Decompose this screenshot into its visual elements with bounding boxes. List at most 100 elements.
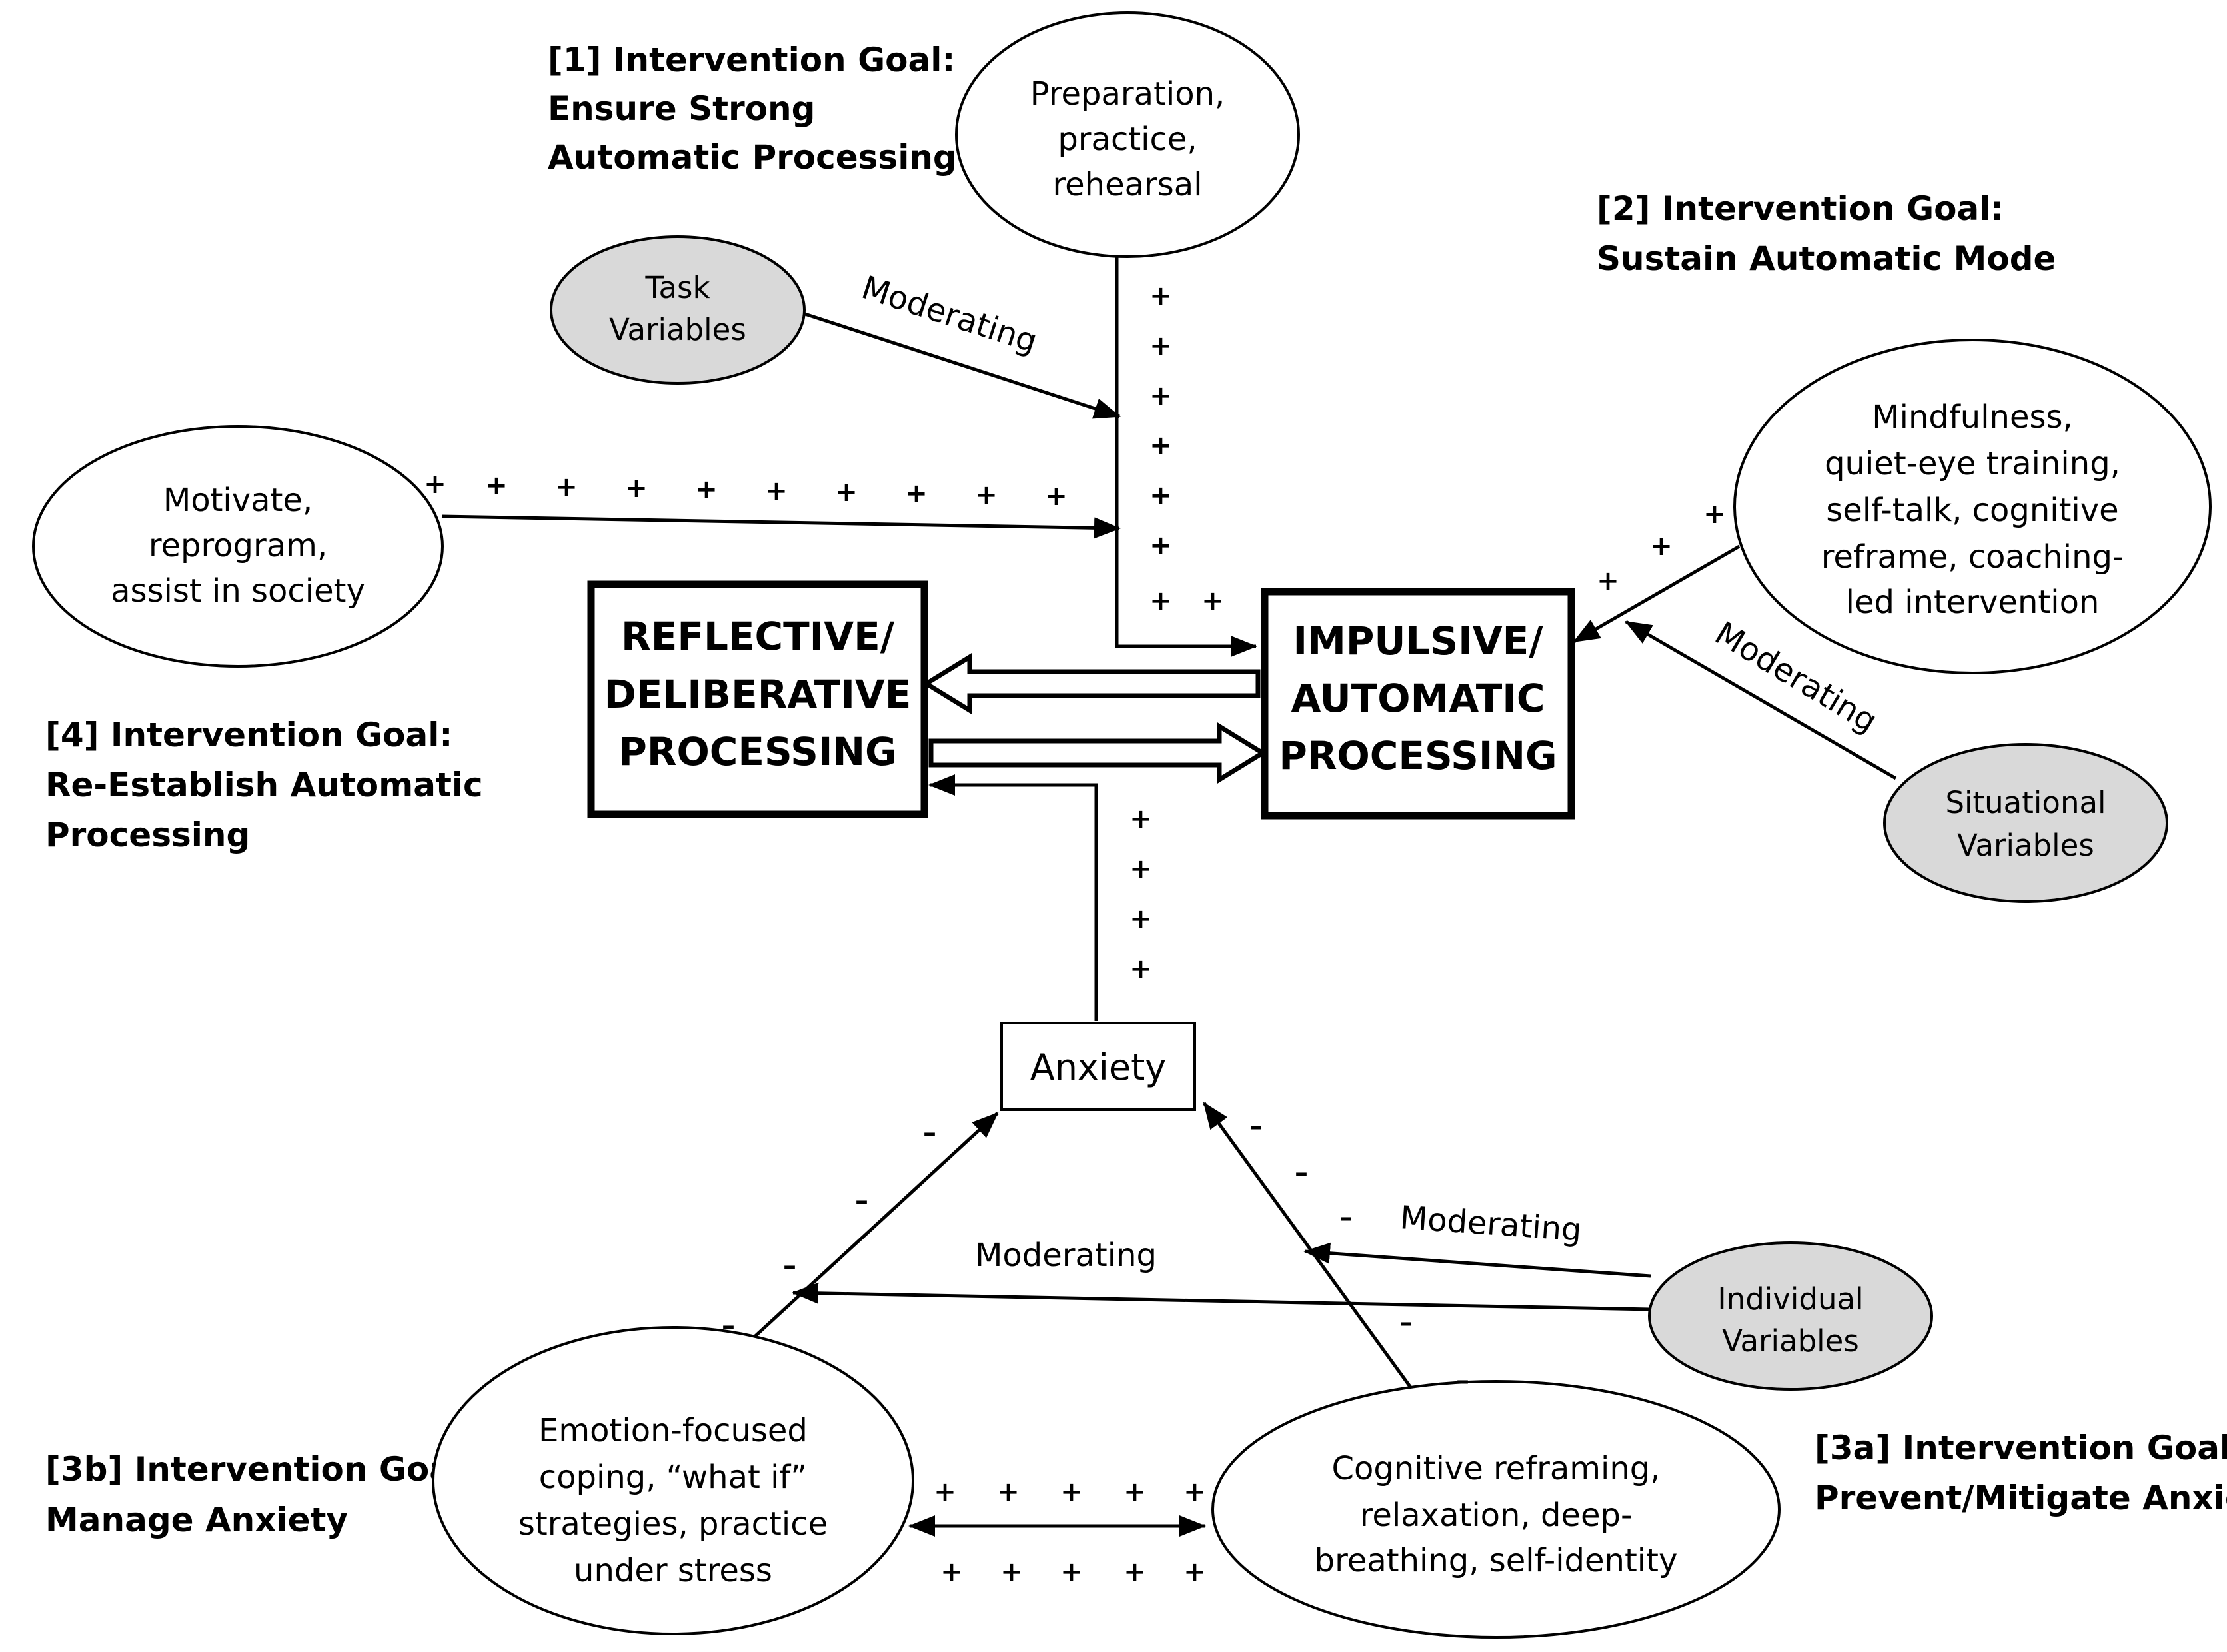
situational-line-2: Variables	[1957, 828, 2094, 863]
emotion-line-3: strategies, practice	[518, 1505, 828, 1543]
goal-3b: [3b] Intervention Goal: Manage Anxiety	[45, 1450, 476, 1539]
task-variables-line-1: Task	[644, 270, 710, 305]
preparation-line-1: Preparation,	[1030, 75, 1225, 113]
minus-sign: –	[1399, 1307, 1413, 1338]
mindfulness-line-1: Mindfulness,	[1872, 399, 2073, 436]
preparation-to-impulsive-arrow	[1115, 257, 1257, 657]
goal-2-line-2: Sustain Automatic Mode	[1597, 239, 2056, 278]
goal-4-line-2: Re-Establish Automatic	[45, 766, 483, 804]
goal-3b-line-2: Manage Anxiety	[45, 1501, 348, 1539]
plus-sign: +	[1129, 804, 1152, 834]
motivate-node: Motivate, reprogram, assist in society	[32, 425, 444, 668]
individual-variables-node: Individual Variables	[1648, 1241, 1933, 1391]
plus-sign: +	[1000, 1557, 1023, 1587]
plus-sign: +	[1650, 531, 1673, 562]
plus-sign: +	[1597, 566, 1619, 596]
plus-sign: +	[625, 473, 648, 504]
goal-2: [2] Intervention Goal: Sustain Automatic…	[1597, 189, 2056, 278]
anxiety-to-reflective-arrow	[928, 774, 1098, 1021]
cognitive-line-3: breathing, self-identity	[1315, 1542, 1678, 1579]
plus-sign: +	[1129, 854, 1152, 884]
plus-sign: +	[1149, 281, 1172, 311]
plus-sign: +	[1183, 1477, 1206, 1507]
task-variables-node: Task Variables	[550, 235, 806, 385]
connectors	[441, 257, 1897, 1537]
mindfulness-line-2: quiet-eye training,	[1825, 445, 2120, 482]
individual-moderating-label-upper: Moderating	[1399, 1199, 1583, 1249]
minus-signs: – – – – – – – – –	[722, 1111, 1469, 1396]
task-variables-line-2: Variables	[609, 312, 746, 347]
mindfulness-line-5: led intervention	[1846, 584, 2100, 621]
motivate-arrow	[441, 514, 1121, 539]
mindfulness-line-3: self-talk, cognitive	[1826, 492, 2118, 529]
impulsive-to-reflective-hollow-arrow	[922, 652, 1261, 715]
anxiety-label: Anxiety	[1030, 1046, 1166, 1088]
plus-sign: +	[1149, 586, 1172, 616]
impulsive-line-3: PROCESSING	[1279, 733, 1557, 778]
reflective-line-3: PROCESSING	[618, 729, 896, 774]
task-moderating-arrow	[802, 311, 1121, 419]
minus-sign: –	[1456, 1365, 1469, 1396]
reflective-impulsive-double-arrows	[922, 652, 1267, 784]
emotion-line-4: under stress	[574, 1552, 772, 1589]
plus-sign: +	[940, 1557, 963, 1587]
plus-sign: +	[1149, 430, 1172, 461]
goal-2-line-1: [2] Intervention Goal:	[1597, 189, 2004, 228]
plus-sign: +	[1149, 331, 1172, 361]
plus-sign: +	[997, 1477, 1020, 1507]
preparation-line-2: practice,	[1058, 121, 1197, 158]
goal-1-line-2: Ensure Strong	[548, 89, 815, 128]
plus-sign: +	[1703, 499, 1726, 530]
goal-1: [1] Intervention Goal: Ensure Strong Aut…	[548, 41, 957, 177]
mindfulness-line-4: reframe, coaching-	[1821, 538, 2124, 576]
goal-3a: [3a] Intervention Goal: Prevent/Mitigate…	[1815, 1429, 2227, 1517]
reflective-line-1: REFLECTIVE/	[621, 614, 895, 659]
motivate-line-1: Motivate,	[163, 482, 313, 519]
individual-moderating-arrow-lower	[792, 1282, 1651, 1311]
plus-sign: +	[1123, 1557, 1146, 1587]
plus-sign: +	[1201, 586, 1224, 616]
reflective-line-2: DELIBERATIVE	[604, 672, 912, 717]
emotion-line-1: Emotion-focused	[538, 1412, 808, 1449]
plus-signs: + + + + + + + + + + + + + + + + + + + + …	[424, 281, 1726, 1587]
minus-sign: –	[1339, 1202, 1353, 1233]
goal-1-line-1: [1] Intervention Goal:	[548, 41, 955, 79]
mindfulness-node: Mindfulness, quiet-eye training, self-ta…	[1733, 339, 2212, 674]
plus-sign: +	[1045, 481, 1068, 512]
motivate-line-2: reprogram,	[149, 527, 327, 564]
plus-sign: +	[1149, 381, 1172, 411]
plus-sign: +	[1123, 1477, 1146, 1507]
goal-1-line-3: Automatic Processing	[548, 138, 957, 177]
preparation-node: Preparation, practice, rehearsal	[955, 11, 1300, 258]
plus-sign: +	[485, 470, 508, 501]
goal-4-line-3: Processing	[45, 816, 250, 854]
reflective-to-impulsive-hollow-arrow	[928, 722, 1267, 784]
impulsive-line-2: AUTOMATIC	[1291, 676, 1545, 721]
goal-4: [4] Intervention Goal: Re-Establish Auto…	[45, 716, 483, 854]
cognitive-line-1: Cognitive reframing,	[1332, 1450, 1661, 1487]
minus-sign: –	[1295, 1158, 1308, 1188]
goal-4-line-1: [4] Intervention Goal:	[45, 716, 452, 754]
plus-sign: +	[1149, 480, 1172, 511]
emotion-to-anxiety-arrow	[734, 1112, 999, 1356]
individual-line-2: Variables	[1722, 1323, 1859, 1359]
plus-sign: +	[905, 478, 928, 509]
reflective-box: REFLECTIVE/ DELIBERATIVE PROCESSING	[587, 580, 928, 818]
impulsive-line-1: IMPULSIVE/	[1293, 618, 1544, 664]
situational-variables-node: Situational Variables	[1883, 743, 2168, 903]
plus-sign: +	[975, 480, 998, 510]
plus-sign: +	[1183, 1557, 1206, 1587]
goal-3a-line-1: [3a] Intervention Goal:	[1815, 1429, 2227, 1467]
emotion-line-2: coping, “what if”	[539, 1459, 807, 1496]
anxiety-node: Anxiety	[1000, 1022, 1196, 1111]
minus-sign: –	[855, 1186, 868, 1216]
minus-sign: –	[1249, 1111, 1263, 1142]
impulsive-box: IMPULSIVE/ AUTOMATIC PROCESSING	[1261, 588, 1575, 820]
plus-sign: +	[1149, 530, 1172, 561]
plus-sign: +	[1060, 1477, 1083, 1507]
cognitive-line-2: relaxation, deep-	[1360, 1497, 1633, 1534]
emotion-focused-node: Emotion-focused coping, “what if” strate…	[432, 1326, 914, 1635]
individual-moderating-arrow-upper	[1303, 1242, 1651, 1278]
minus-sign: –	[783, 1251, 796, 1281]
goal-3b-line-1: [3b] Intervention Goal:	[45, 1450, 476, 1489]
